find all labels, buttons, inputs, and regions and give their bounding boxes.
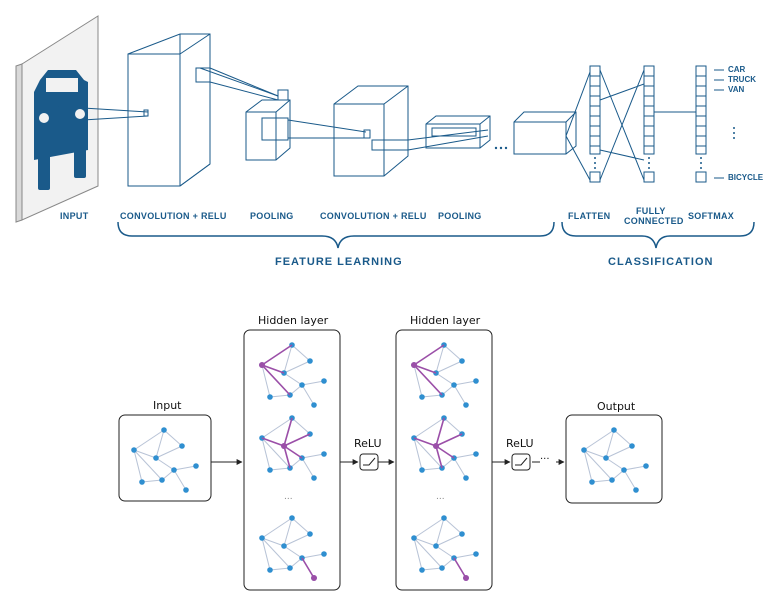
hidden-1-ellipsis: ... xyxy=(284,492,293,502)
pool1-volume xyxy=(245,89,291,161)
car-icon xyxy=(34,70,88,190)
conv2-volume xyxy=(333,85,409,177)
group-feature-learning: FEATURE LEARNING xyxy=(275,256,403,268)
hidden-layer-1-box xyxy=(243,329,341,591)
classification-brace xyxy=(561,221,755,249)
cnn-diagram xyxy=(15,15,755,249)
caption-softmax: SOFTMAX xyxy=(688,211,735,221)
relu-icon xyxy=(511,453,531,471)
output-title: Output xyxy=(597,400,636,413)
group-classification: CLASSIFICATION xyxy=(608,256,714,268)
caption-pool1: POOLING xyxy=(250,211,294,221)
class-truck: TRUCK xyxy=(728,75,756,84)
fully-connected-column xyxy=(643,65,655,183)
final-feature-volume xyxy=(513,111,577,155)
hidden-layer-2-title: Hidden layer xyxy=(410,314,481,327)
hidden-2-ellipsis: ... xyxy=(436,492,445,502)
caption-connected: CONNECTED xyxy=(624,216,684,226)
relu-label-1: ReLU xyxy=(354,437,382,450)
relu-icon xyxy=(359,453,379,471)
caption-conv1: CONVOLUTION + RELU xyxy=(120,211,227,221)
caption-pool2: POOLING xyxy=(438,211,482,221)
class-van: VAN xyxy=(728,85,745,94)
caption-flatten: FLATTEN xyxy=(568,211,611,221)
caption-conv2: CONVOLUTION + RELU xyxy=(320,211,427,221)
conv1-volume xyxy=(127,33,211,187)
softmax-column xyxy=(695,65,707,183)
hidden-layer-1-title: Hidden layer xyxy=(258,314,329,327)
pool2-volume xyxy=(425,115,491,149)
cnn-dots xyxy=(494,127,735,169)
caption-fully: FULLY xyxy=(636,206,666,216)
hidden-layer-2-box xyxy=(395,329,493,591)
caption-input: INPUT xyxy=(60,211,89,221)
feature-learning-brace xyxy=(117,221,555,249)
input-title: Input xyxy=(153,399,182,412)
flatten-column xyxy=(589,65,601,183)
gnn-continuation-dots: ··· xyxy=(540,454,550,465)
class-car: CAR xyxy=(728,65,746,74)
relu-label-2: ReLU xyxy=(506,437,534,450)
class-bicycle: BICYCLE xyxy=(728,173,764,182)
